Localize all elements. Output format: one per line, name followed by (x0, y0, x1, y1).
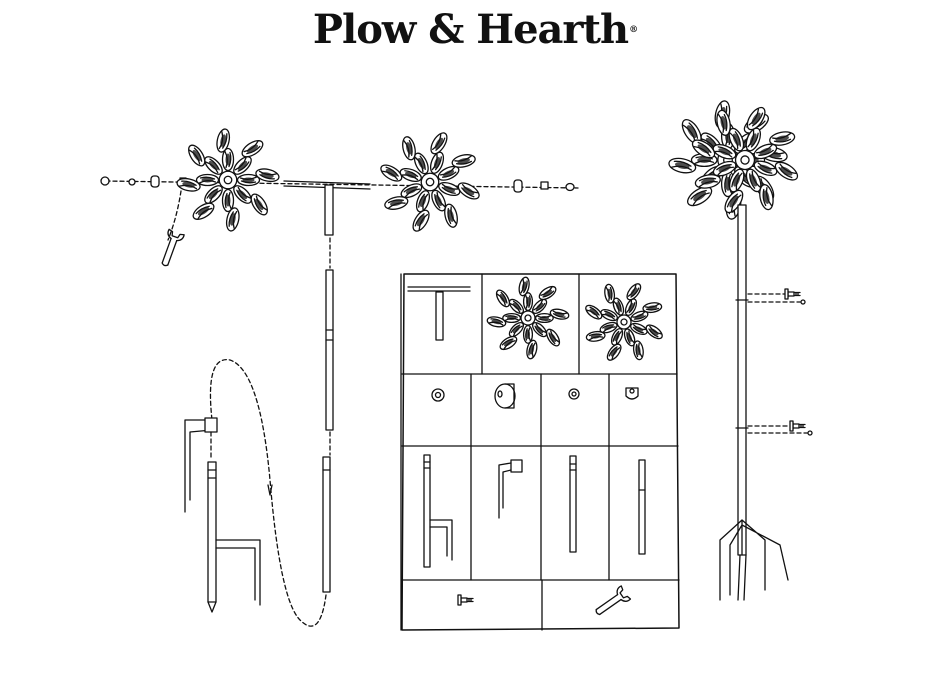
cap-nut-part (101, 177, 109, 185)
kit-pole-a (570, 456, 576, 552)
washer-part (151, 176, 159, 187)
assembled-spinner (668, 87, 819, 600)
kit-hex-nut (432, 389, 444, 401)
kit-cap-nut (626, 388, 638, 399)
spinner-wheel-left (176, 128, 280, 232)
pole-parts (185, 238, 333, 626)
nut-part (129, 179, 135, 185)
upper-axle-assembly (101, 115, 578, 268)
spinner-wheel-right (363, 115, 496, 248)
kit-washer (495, 384, 515, 408)
kit-small-washer (569, 389, 579, 399)
kit-pole-b (639, 460, 645, 554)
parts-kit (401, 267, 679, 630)
